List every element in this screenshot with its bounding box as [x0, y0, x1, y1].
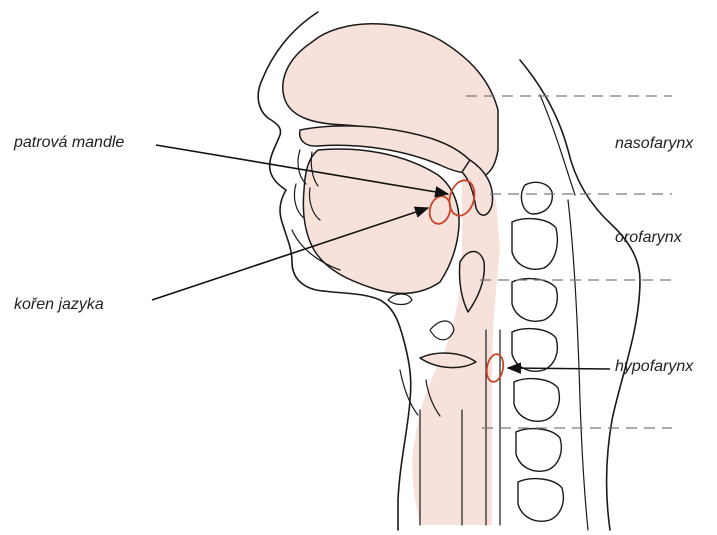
vertebra-c2 [512, 219, 557, 270]
hyoid [388, 294, 412, 305]
arrow-hypofarynx [508, 368, 610, 369]
cervical-spine [512, 182, 588, 530]
vertebra-c4 [512, 329, 557, 372]
label-patrova-mandle: patrová mandle [14, 134, 124, 152]
larynx-fold-1 [430, 321, 454, 340]
vertebra-c6 [516, 429, 561, 472]
label-nasofarynx: nasofarynx [615, 135, 693, 153]
vertebra-c3 [512, 279, 557, 322]
vertebra-c5 [514, 379, 559, 422]
neck-inner-line [540, 95, 575, 195]
spinal-canal [568, 200, 588, 530]
label-koren-jazyka: kořen jazyka [14, 296, 104, 314]
label-hypofarynx: hypofarynx [615, 358, 693, 376]
tongue [303, 149, 459, 293]
dens [521, 182, 552, 214]
label-orofarynx: orofarynx [615, 229, 682, 247]
vertebra-c7 [518, 479, 563, 522]
